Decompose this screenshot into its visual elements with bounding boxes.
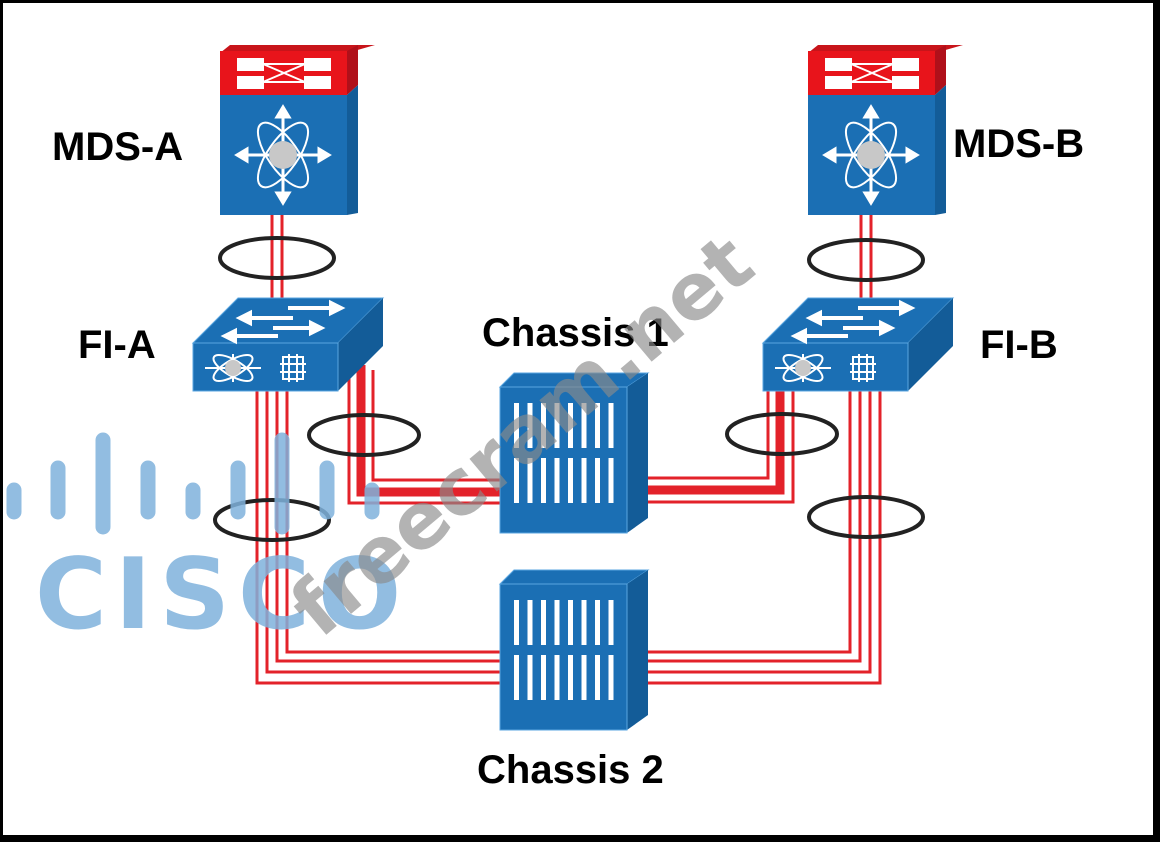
cisco-bars-icon <box>6 432 380 535</box>
blade-slot <box>541 403 546 448</box>
link-fi-b-chassis-2 <box>645 390 882 685</box>
diagram-canvas: MDS-A MDS-B FI-A FI-B Chassis 1 Chassis … <box>3 3 1153 835</box>
label-chassis-2: Chassis 2 <box>477 748 664 792</box>
blade-slot <box>581 600 587 645</box>
fi-a-device[interactable] <box>191 297 385 392</box>
blade-slot <box>554 600 560 645</box>
port-channel-ring-mds-a <box>218 236 336 280</box>
mds-b-device[interactable] <box>808 45 963 215</box>
blade-slot <box>554 655 560 700</box>
blade-slot <box>568 403 573 448</box>
label-mds-a: MDS-A <box>52 125 183 169</box>
label-fi-a: FI-A <box>78 323 156 367</box>
crossed-arrows-icon <box>237 58 331 89</box>
blade-slot <box>554 403 560 448</box>
chassis-2-device[interactable] <box>498 569 650 731</box>
link-fi-b-chassis-1 <box>645 390 795 504</box>
blade-slot <box>527 403 533 448</box>
blade-slots-icon <box>514 403 614 503</box>
blade-slot <box>514 458 519 503</box>
chassis-1-device[interactable] <box>498 372 650 534</box>
mds-a-device[interactable] <box>220 45 375 215</box>
topology-svg: MDS-A MDS-B FI-A FI-B Chassis 1 Chassis … <box>6 45 1084 792</box>
link-mds-a-fi-a <box>270 215 284 305</box>
port-channel-ring-fi-b-chassis-2 <box>807 495 925 539</box>
blade-slot <box>581 403 587 448</box>
blade-slot <box>595 655 600 700</box>
traffic-arrows-icon <box>790 299 916 345</box>
blade-slot <box>541 458 546 503</box>
port-channel-ring-fi-b-chassis-1 <box>725 412 839 456</box>
blade-slot <box>527 600 533 645</box>
blade-slot <box>608 403 614 448</box>
blade-slot <box>527 458 533 503</box>
port-channel-ring-fi-a-chassis-1 <box>307 413 421 457</box>
blade-slot <box>568 655 573 700</box>
blade-slot <box>514 403 519 448</box>
blade-slot <box>568 600 573 645</box>
director-switch-icon <box>234 104 332 206</box>
blade-slot <box>514 655 519 700</box>
blade-slot <box>541 600 546 645</box>
crossed-arrows-icon <box>825 58 919 89</box>
blade-slot <box>595 458 600 503</box>
traffic-arrows-icon <box>220 299 346 345</box>
label-mds-b: MDS-B <box>953 122 1084 166</box>
cisco-wordmark: CISCO <box>35 538 409 652</box>
blade-slot <box>581 655 587 700</box>
director-switch-small-icon <box>775 354 831 382</box>
chip-icon <box>280 354 306 382</box>
director-switch-icon <box>822 104 920 206</box>
blade-slot <box>608 600 614 645</box>
blade-slot <box>581 458 587 503</box>
blade-slot <box>568 458 573 503</box>
blade-slot <box>527 655 533 700</box>
port-channel-ring-mds-b <box>807 238 925 282</box>
fi-b-device[interactable] <box>761 297 955 392</box>
director-switch-small-icon <box>205 354 261 382</box>
blade-slot <box>554 458 560 503</box>
blade-slot <box>608 458 614 503</box>
label-fi-b: FI-B <box>980 323 1058 367</box>
label-chassis-1: Chassis 1 <box>482 311 669 355</box>
blade-slot <box>595 403 600 448</box>
link-mds-b-fi-b <box>859 215 873 305</box>
blade-slot <box>514 600 519 645</box>
chip-icon <box>850 354 876 382</box>
blade-slots-icon <box>514 600 614 700</box>
cisco-logo-watermark: CISCO <box>6 432 409 652</box>
blade-slot <box>541 655 546 700</box>
blade-slot <box>595 600 600 645</box>
blade-slot <box>608 655 614 700</box>
port-channel-ring-fi-a-chassis-2 <box>213 498 331 542</box>
